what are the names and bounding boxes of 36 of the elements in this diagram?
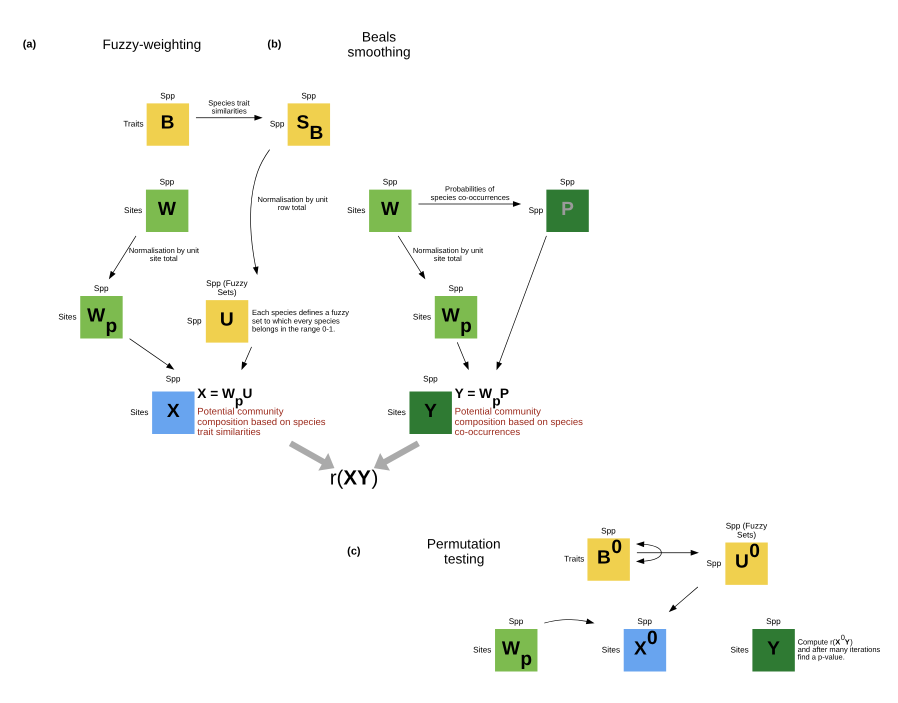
arrow [456,342,469,370]
edge-label: Normalisation by unit row total [258,194,328,212]
node-box: Y [752,629,795,672]
arrow [108,236,136,280]
node-box: Y [409,392,452,434]
node-box: P [546,190,589,232]
arrow [129,338,174,370]
arrow [374,440,420,471]
arrow [196,114,263,121]
label: Permutation testing [426,536,501,567]
label: (a) [22,38,36,50]
node-box: B [146,103,190,146]
arrow [496,236,547,370]
arrow [241,346,252,370]
arrow [668,586,698,612]
edge-label: Normalisation by unit site total [412,246,484,264]
label: (b) [267,38,282,50]
arrow [418,201,522,207]
label: (c) [347,546,361,558]
edge-label: Normalisation by unit site total [128,246,200,264]
label: Fuzzy-weighting [102,36,202,52]
edge-label: Probabilities of species co-occurrences [430,184,510,202]
arrow [250,149,270,275]
node-box: U [206,300,248,343]
node-box: W [369,190,412,232]
arrow [288,440,334,471]
arrow [636,541,662,564]
arrow [398,236,426,280]
node-label: Each species defines a fuzzy set to which every species belongs in the range 0-1. [252,308,349,334]
edge-label: Species trait similarities [208,98,250,116]
label: Beals smoothing [348,29,411,60]
node-box: X [152,392,195,434]
node-box: W [146,190,188,232]
arrow [636,550,699,556]
arrow [544,618,594,624]
node-text: r(XY) [330,466,378,490]
